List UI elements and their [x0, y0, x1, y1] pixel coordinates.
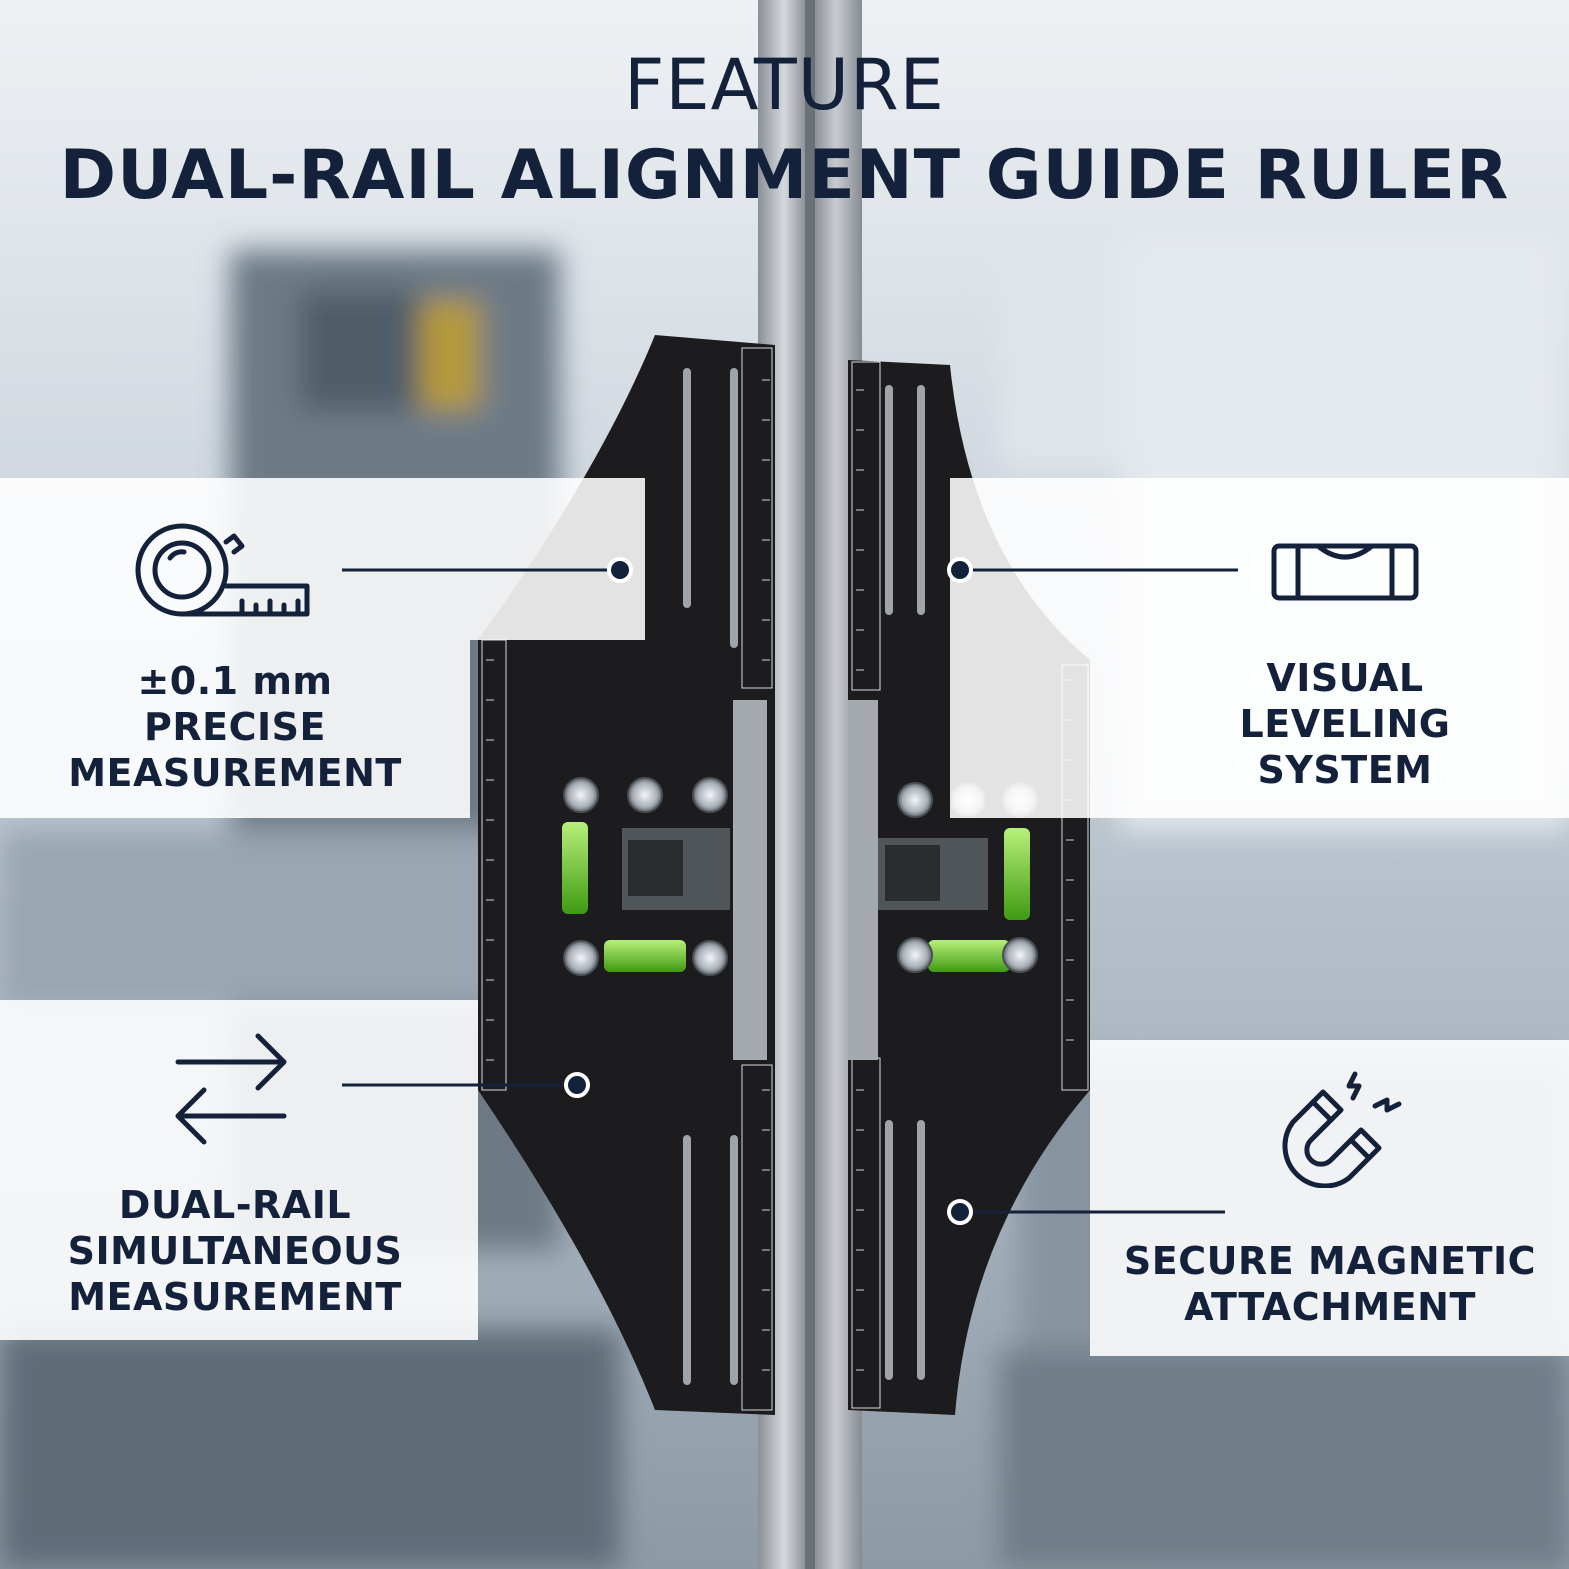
feature-band-top-left — [0, 478, 645, 640]
feature-line: SECURE MAGNETIC — [1123, 1239, 1537, 1283]
bidirectional-arrows-icon — [175, 1033, 287, 1145]
feature-line: VISUAL — [1266, 656, 1424, 700]
callout-dot-magnetic — [947, 1199, 973, 1225]
callout-dot-precise — [607, 557, 633, 583]
feature-magnetic-attachment: SECURE MAGNETIC ATTACHMENT — [1110, 1238, 1550, 1330]
page-title: DUAL-RAIL ALIGNMENT GUIDE RULER — [59, 136, 1510, 215]
spirit-level-icon — [1271, 543, 1419, 601]
feature-line: LEVELING — [1239, 702, 1451, 746]
feature-band-bottom-left — [0, 1000, 478, 1340]
feature-line: ±0.1 mm — [137, 659, 333, 703]
header-feature-label: FEATURE — [624, 44, 945, 126]
feature-line: PRECISE — [144, 705, 326, 749]
feature-band-top-left-text — [0, 640, 470, 818]
feature-line: SYSTEM — [1257, 748, 1433, 792]
callout-dot-dual-rail — [564, 1072, 590, 1098]
tape-measure-icon — [135, 523, 310, 617]
feature-line: DUAL-RAIL — [118, 1183, 352, 1227]
feature-line: MEASUREMENT — [68, 751, 402, 795]
feature-dual-rail: DUAL-RAIL SIMULTANEOUS MEASUREMENT — [40, 1182, 430, 1320]
feature-visual-leveling: VISUAL LEVELING SYSTEM — [1160, 655, 1530, 793]
feature-precise-measurement: ±0.1 mm PRECISE MEASUREMENT — [40, 658, 430, 796]
callout-dot-leveling — [947, 557, 973, 583]
feature-line: ATTACHMENT — [1184, 1285, 1476, 1329]
magnet-icon — [1282, 1071, 1402, 1188]
feature-band-bottom-right — [1090, 1040, 1569, 1356]
feature-band-top-right — [950, 478, 1569, 818]
feature-line: MEASUREMENT — [68, 1275, 402, 1319]
feature-line: SIMULTANEOUS — [67, 1229, 403, 1273]
